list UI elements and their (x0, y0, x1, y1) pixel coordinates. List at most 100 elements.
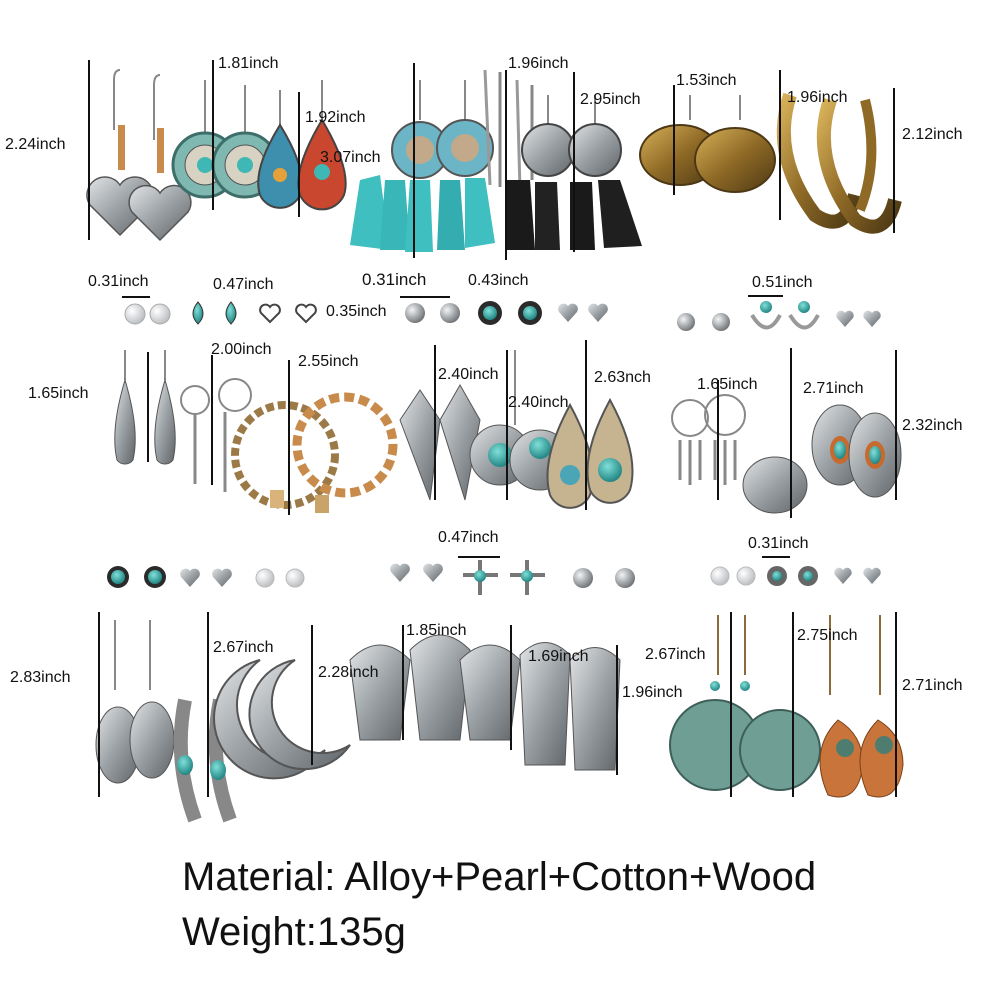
silver-fan-earrings (349, 634, 621, 771)
plus-sign: + (431, 855, 455, 899)
silver-crescent-moon-earrings (213, 659, 351, 780)
measure-line (510, 625, 512, 750)
measure-label: 1.69inch (528, 648, 589, 665)
measure-line (98, 612, 100, 797)
measure-line (400, 296, 450, 298)
silver-leaf-turquoise-earrings (742, 404, 902, 514)
weight-label: Weight: (182, 910, 317, 954)
measure-label: 3.07inch (320, 149, 381, 166)
dreamcatcher-feather-earrings (180, 378, 252, 492)
measure-line (779, 70, 781, 220)
measure-line (288, 360, 290, 515)
measure-label: 2.67inch (645, 646, 706, 663)
measure-label: 2.28inch (318, 664, 379, 681)
silver-filigree-drops (114, 350, 176, 465)
measure-line (506, 350, 508, 500)
material-label: Material: (182, 855, 336, 899)
stud-row-top (124, 301, 881, 331)
measure-label: 1.96inch (622, 684, 683, 701)
measure-label: 2.71inch (803, 380, 864, 397)
measure-label: 2.83inch (10, 669, 71, 686)
enamel-teardrop-earrings (257, 80, 347, 211)
measure-line (673, 85, 675, 195)
measure-label: 0.31inch (362, 270, 427, 289)
measure-line (402, 625, 404, 740)
measure-label: 0.51inch (752, 274, 813, 291)
material-cotton: Cotton (571, 855, 689, 899)
measure-line (790, 348, 792, 518)
measure-line (893, 88, 895, 233)
measure-label: 1.85inch (406, 622, 467, 639)
wood-leaf-earrings (819, 615, 904, 798)
weight-value: 135g (316, 910, 406, 954)
measure-line (122, 296, 150, 298)
material-pearl: Pearl (454, 855, 548, 899)
measure-label: 0.47inch (438, 529, 499, 546)
measure-line (717, 380, 719, 500)
measure-label: 2.75inch (797, 627, 858, 644)
measure-line (730, 612, 732, 797)
measure-line (616, 645, 618, 775)
measure-line (434, 345, 436, 500)
stud-row-middle (107, 560, 881, 595)
measure-label: 2.71inch (902, 677, 963, 694)
plus-sign: + (547, 855, 572, 899)
measure-line (311, 625, 313, 765)
bead-hoop-earrings (231, 392, 398, 513)
gold-leaf-earrings (639, 95, 776, 193)
measure-line (573, 72, 575, 252)
turquoise-mandala-earrings (171, 80, 279, 199)
heart-filigree-earrings (86, 69, 192, 242)
silver-dreamcatcher-earrings (671, 394, 746, 485)
measure-line (207, 612, 209, 797)
measure-line (458, 556, 500, 558)
measure-label: 0.31inch (748, 535, 809, 552)
measure-label: 0.43inch (468, 272, 529, 289)
measure-label: 1.96inch (508, 55, 569, 72)
black-tassel-earrings (505, 95, 642, 250)
measure-label: 1.53inch (676, 72, 737, 89)
measure-label: 2.40inch (438, 366, 499, 383)
measure-label: 1.65inch (28, 385, 89, 402)
measure-label: 2.67inch (213, 639, 274, 656)
measure-label: 0.31inch (88, 273, 149, 290)
long-hoop-earrings (483, 69, 534, 191)
measure-line (748, 295, 783, 297)
measure-label: 2.00inch (211, 341, 272, 358)
measure-label: 2.40inch (508, 394, 569, 411)
measure-line (211, 355, 213, 485)
patina-filigree-earrings (669, 615, 821, 791)
material-line: Material: Alloy+Pearl+Cotton+Wood (182, 857, 816, 897)
measure-line (413, 63, 415, 258)
measure-line (895, 350, 897, 500)
measure-label: 2.95inch (580, 91, 641, 108)
weight-line: Weight:135g (182, 912, 406, 952)
measure-label: 2.32inch (902, 417, 963, 434)
measure-line (505, 70, 507, 260)
measure-line (895, 612, 897, 797)
measure-line (212, 60, 214, 210)
measure-line (792, 612, 794, 797)
gold-ornate-hoop-earrings (776, 92, 902, 234)
measure-label: 2.12inch (902, 126, 963, 143)
measure-label: 2.24inch (5, 136, 66, 153)
measure-label: 2.63nch (594, 369, 651, 386)
measure-label: 0.47inch (213, 276, 274, 293)
material-wood: Wood (712, 855, 817, 899)
silver-leaf-feather-earrings (95, 620, 237, 823)
measure-line (762, 556, 790, 558)
measure-line (585, 340, 587, 510)
turquoise-tassel-earrings (350, 80, 495, 252)
measure-label: 1.96inch (787, 89, 848, 106)
material-alloy: Alloy (344, 855, 431, 899)
measure-label: 1.81inch (218, 55, 279, 72)
measure-label: 0.35inch (326, 303, 387, 320)
measure-label: 2.55inch (298, 353, 359, 370)
measure-line (298, 92, 300, 217)
silver-diamond-earrings (399, 383, 481, 501)
measure-line (147, 352, 149, 462)
mosaic-teardrop-earrings (546, 397, 634, 509)
measure-label: 1.92inch (305, 109, 366, 126)
